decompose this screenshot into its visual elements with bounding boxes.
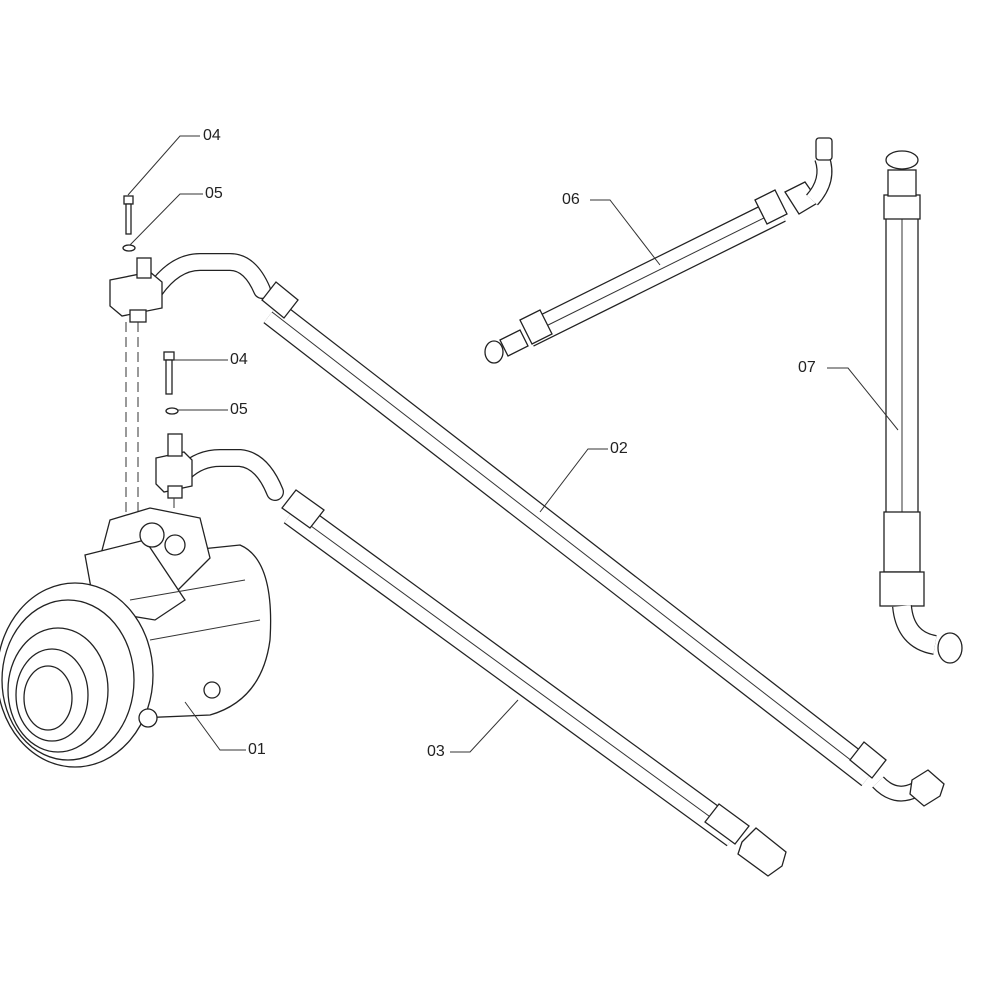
callout-02: 02 [610,440,628,457]
callout-04-lower: 04 [230,351,248,368]
bolt-04-upper [123,195,134,235]
callout-04-upper: 04 [203,127,221,144]
callout-05-upper: 05 [205,185,223,202]
hose-03 [176,449,787,877]
bolt-04-lower [163,351,175,395]
callout-03: 03 [427,743,445,760]
hose-02 [146,253,945,807]
callout-07: 07 [798,359,816,376]
callout-05-lower: 05 [230,401,248,418]
hose-07 [879,150,963,664]
leader-lines [127,135,899,753]
fitting-block-upper [109,257,163,323]
callout-01: 01 [248,741,266,758]
fitting-block-lower [155,433,193,499]
washer-05-upper [122,244,136,252]
hose-06 [484,137,833,364]
washer-05-lower [165,407,179,415]
callout-06: 06 [562,191,580,208]
compressor-01 [0,507,272,768]
